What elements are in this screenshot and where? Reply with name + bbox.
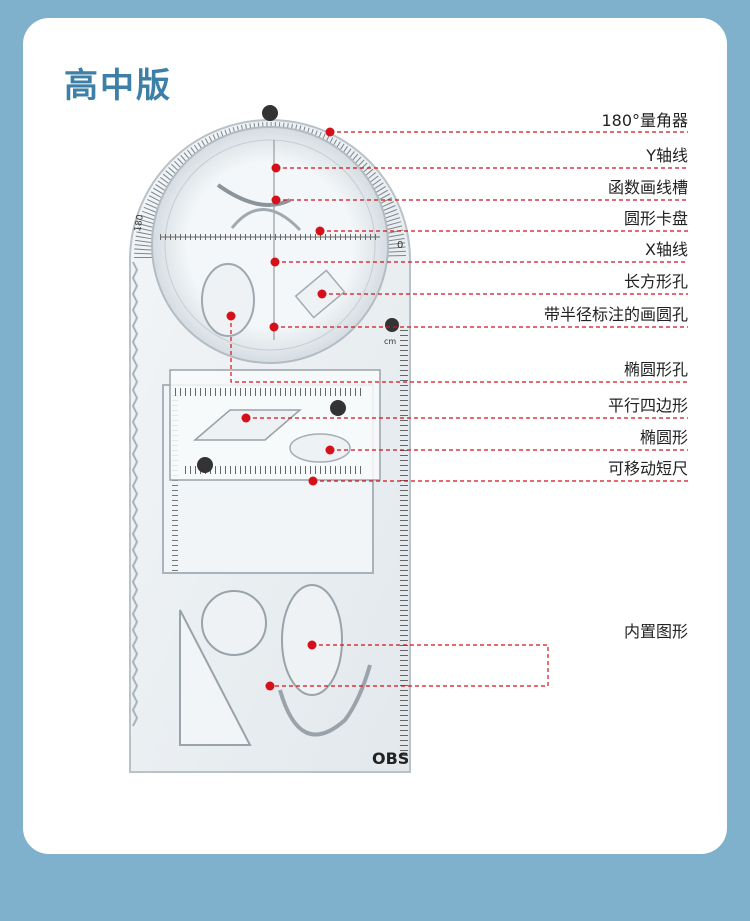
callout-line-ellipse-hole <box>230 316 688 383</box>
callout-label-movable-ruler: 可移动短尺 <box>607 459 688 478</box>
protractor-min-label: 0 <box>397 240 403 251</box>
protractor-arc <box>134 122 406 259</box>
callout-label-y-axis: Y轴线 <box>646 146 688 165</box>
serrated-edge <box>131 261 139 727</box>
ruler-unit-label: cm <box>384 337 396 346</box>
callout-label-x-axis: X轴线 <box>645 240 688 259</box>
protractor-max-label: 180 <box>133 214 146 233</box>
callout-label-radius-circle-hole: 带半径标注的画圆孔 <box>543 305 688 324</box>
callout-label-ellipse: 椭圆形 <box>639 428 688 447</box>
callout-label-rectangle-hole: 长方形孔 <box>623 272 688 291</box>
callout-label-ellipse-hole: 椭圆形孔 <box>623 360 688 379</box>
callout-line-built-in-shapes <box>270 644 549 687</box>
callout-label-protractor: 180°量角器 <box>601 111 688 130</box>
brand-mark: OBS <box>372 749 409 768</box>
callout-label-function-slot: 函数画线槽 <box>607 178 688 197</box>
callout-label-circle-disc: 圆形卡盘 <box>623 209 688 228</box>
page-title: 高中版 <box>64 66 172 106</box>
callout-label-parallelogram: 平行四边形 <box>607 396 688 415</box>
callout-label-built-in-shapes: 内置图形 <box>623 622 688 641</box>
